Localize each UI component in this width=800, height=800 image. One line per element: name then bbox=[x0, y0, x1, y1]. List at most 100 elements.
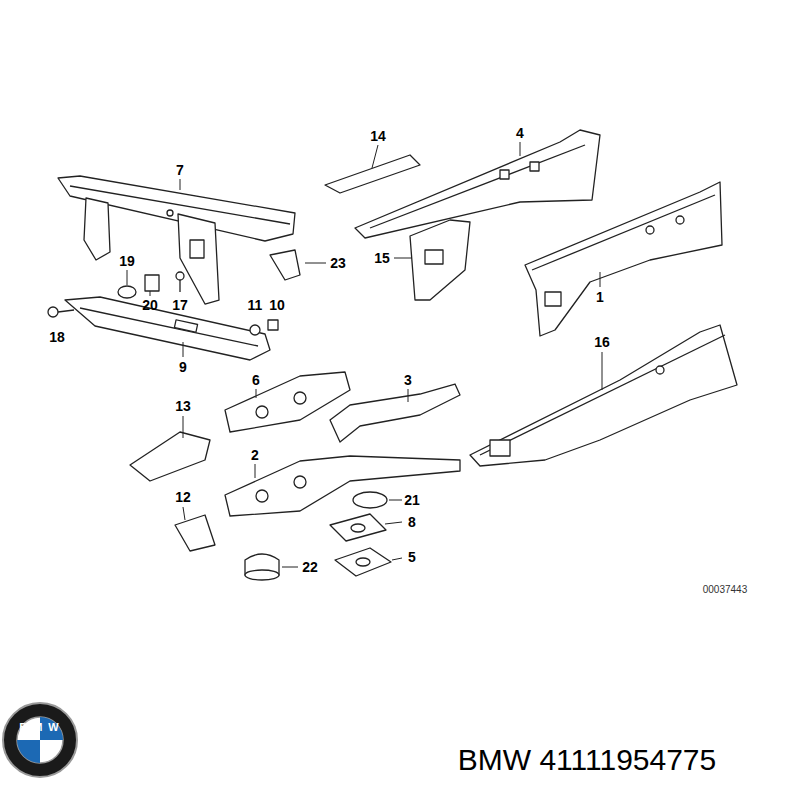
callout-number: 1 bbox=[596, 290, 604, 304]
radiator-support bbox=[167, 210, 173, 216]
leader-line bbox=[372, 145, 378, 168]
callout-number: 11 bbox=[248, 298, 263, 312]
callout-number: 17 bbox=[172, 298, 188, 312]
plates bbox=[353, 492, 387, 508]
side-member-upper bbox=[500, 170, 509, 179]
callout-number: 2 bbox=[251, 448, 259, 462]
small-parts bbox=[58, 310, 74, 312]
callout-number: 13 bbox=[175, 399, 191, 413]
small-parts bbox=[270, 250, 300, 280]
bumper-carrier bbox=[65, 297, 270, 360]
bmw-logo bbox=[3, 703, 77, 777]
wheel-housing bbox=[646, 226, 654, 234]
callout-number: 16 bbox=[594, 335, 610, 349]
front-side-member bbox=[256, 490, 268, 502]
leader-line bbox=[183, 342, 184, 357]
callout-number: 10 bbox=[269, 298, 285, 312]
wheel-housing bbox=[470, 182, 737, 466]
front-side-member bbox=[294, 392, 306, 404]
radiator-support bbox=[58, 176, 295, 304]
plates bbox=[356, 558, 370, 566]
leader-line bbox=[127, 270, 128, 285]
radiator-support bbox=[84, 198, 110, 260]
small-parts bbox=[118, 286, 136, 298]
leader-line bbox=[183, 507, 185, 520]
wheel-housing bbox=[525, 182, 722, 336]
callout-number: 15 bbox=[374, 251, 390, 265]
bumper-carrier bbox=[80, 308, 258, 346]
leader-line bbox=[255, 464, 256, 478]
small-parts bbox=[145, 275, 159, 291]
plates bbox=[335, 548, 391, 576]
leader-line bbox=[392, 558, 402, 560]
plates bbox=[245, 492, 391, 580]
leader-line bbox=[150, 291, 151, 296]
callout-number: 12 bbox=[175, 490, 191, 504]
callout-number: 8 bbox=[408, 515, 416, 529]
plates bbox=[245, 570, 279, 580]
callout-number: 7 bbox=[176, 163, 184, 177]
side-member-upper bbox=[425, 250, 443, 264]
callout-number: 21 bbox=[404, 493, 420, 507]
front-side-member bbox=[130, 372, 460, 551]
leader-line bbox=[282, 567, 298, 568]
small-parts bbox=[176, 272, 184, 280]
small-parts bbox=[48, 307, 58, 317]
callout-number: 9 bbox=[179, 360, 187, 374]
leader-line bbox=[408, 389, 409, 402]
leader-line bbox=[305, 263, 326, 264]
wheel-housing bbox=[480, 335, 725, 455]
front-side-member bbox=[256, 406, 268, 418]
callout-number: 4 bbox=[516, 126, 524, 140]
small-parts bbox=[48, 250, 300, 335]
callout-number: 18 bbox=[49, 330, 65, 344]
callout-number: 14 bbox=[370, 129, 386, 143]
wheel-housing bbox=[470, 325, 737, 466]
leader-line bbox=[602, 352, 603, 390]
side-member-upper bbox=[325, 155, 420, 193]
side-member-upper bbox=[410, 220, 470, 300]
small-parts bbox=[250, 325, 260, 335]
side-member-upper bbox=[370, 145, 585, 228]
bumper-carrier bbox=[174, 320, 197, 332]
bmw-logo bbox=[3, 703, 77, 777]
wheel-housing bbox=[545, 292, 561, 306]
small-parts bbox=[268, 320, 278, 330]
leader-line bbox=[385, 522, 402, 524]
leader-line bbox=[600, 272, 601, 287]
side-member-upper bbox=[530, 162, 539, 171]
plates bbox=[330, 514, 386, 541]
bmw-logo bbox=[17, 740, 40, 763]
front-side-member bbox=[175, 515, 215, 551]
front-side-member bbox=[130, 432, 210, 481]
leader-line bbox=[183, 416, 184, 438]
callout-number: 20 bbox=[142, 298, 158, 312]
leader-line bbox=[389, 500, 402, 501]
callout-number: 3 bbox=[404, 373, 412, 387]
leader-line bbox=[520, 142, 521, 156]
leader-line bbox=[180, 179, 181, 190]
callout-number: 6 bbox=[252, 373, 260, 387]
wheel-housing bbox=[676, 216, 684, 224]
bumper-carrier bbox=[65, 297, 270, 360]
radiator-support bbox=[178, 214, 219, 304]
drawing-number: 00037443 bbox=[703, 585, 748, 595]
leader-line bbox=[127, 142, 602, 567]
plates bbox=[351, 524, 365, 532]
front-side-member bbox=[294, 476, 306, 488]
side-member-upper bbox=[355, 130, 600, 238]
callout-number: 19 bbox=[119, 254, 135, 268]
logo-text: BMW bbox=[19, 722, 65, 733]
front-side-member bbox=[225, 456, 460, 516]
callout-number: 5 bbox=[408, 550, 416, 564]
wheel-housing bbox=[490, 440, 510, 456]
wheel-housing bbox=[532, 195, 715, 270]
leader-line bbox=[394, 258, 412, 259]
leader-line bbox=[256, 389, 257, 398]
callout-number: 23 bbox=[330, 256, 346, 270]
front-side-member bbox=[330, 384, 460, 442]
radiator-support bbox=[190, 240, 204, 258]
wheel-housing bbox=[656, 366, 664, 374]
